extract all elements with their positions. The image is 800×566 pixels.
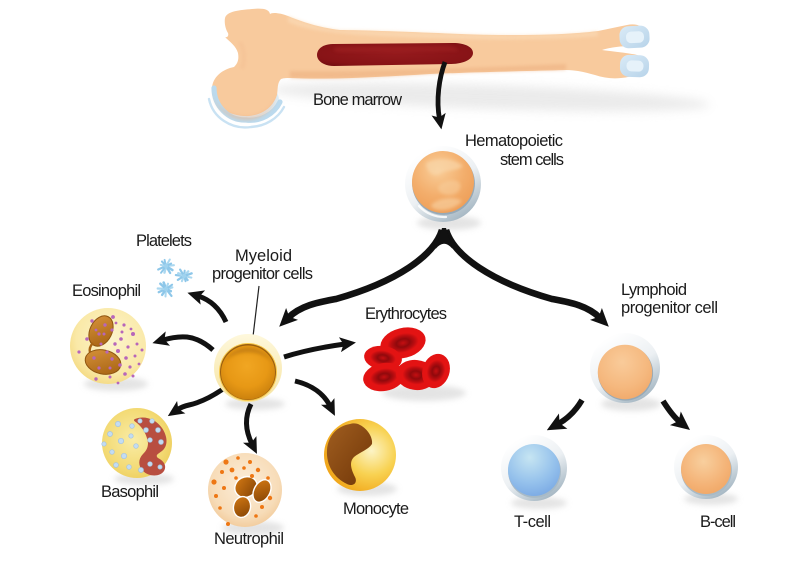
svg-text:Platelets: Platelets: [136, 232, 192, 250]
svg-text:Lymphoid: Lymphoid: [621, 281, 687, 299]
svg-text:Eosinophil: Eosinophil: [72, 282, 141, 300]
svg-text:stem cells: stem cells: [500, 151, 564, 169]
svg-text:Hematopoietic: Hematopoietic: [465, 132, 563, 150]
svg-text:T-cell: T-cell: [514, 513, 551, 531]
svg-text:Bone marrow: Bone marrow: [313, 91, 402, 109]
svg-text:B-cell: B-cell: [700, 513, 736, 531]
svg-text:progenitor cell: progenitor cell: [621, 299, 718, 317]
svg-text:Erythrocytes: Erythrocytes: [365, 305, 447, 323]
svg-text:Neutrophil: Neutrophil: [214, 530, 284, 548]
svg-text:Basophil: Basophil: [101, 483, 159, 501]
svg-text:Myeloid: Myeloid: [235, 247, 292, 265]
svg-text:progenitor cells: progenitor cells: [212, 265, 313, 283]
svg-text:Monocyte: Monocyte: [343, 500, 409, 518]
